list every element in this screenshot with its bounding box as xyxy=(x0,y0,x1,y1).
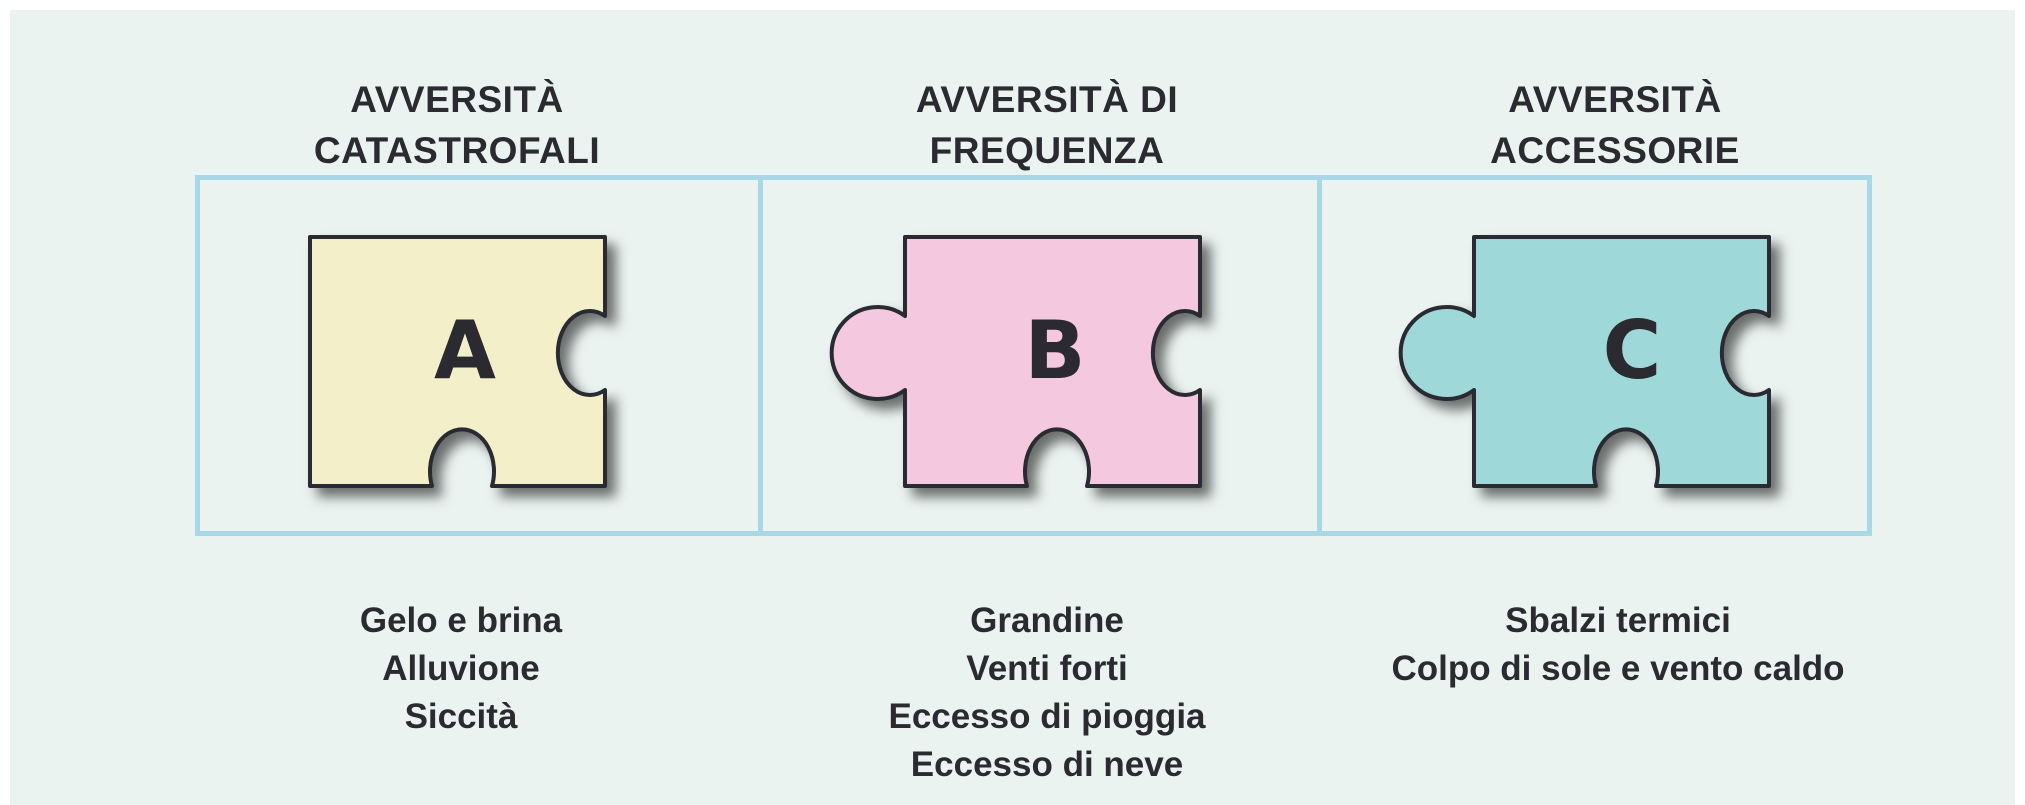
piece-letter-b: B xyxy=(1025,304,1086,397)
heading-accessorie: AVVERSITÀ ACCESSORIE xyxy=(1335,74,1895,176)
list-catastrofali: Gelo e brina Alluvione Siccità xyxy=(181,597,741,741)
puzzle-frame xyxy=(195,175,1872,536)
heading-catastrofali: AVVERSITÀ CATASTROFALI xyxy=(177,74,737,176)
list-item: Siccità xyxy=(404,697,518,736)
list-item: Eccesso di pioggia xyxy=(888,697,1206,736)
list-item: Eccesso di neve xyxy=(910,745,1184,784)
list-item: Venti forti xyxy=(966,649,1128,688)
heading-line: ACCESSORIE xyxy=(1490,130,1740,171)
puzzle-piece-c-shape xyxy=(1398,235,1771,488)
puzzle-piece-a-shape xyxy=(308,235,607,488)
piece-letter-a: A xyxy=(434,304,496,397)
heading-line: AVVERSITÀ xyxy=(350,79,564,120)
frame-divider xyxy=(758,175,763,536)
list-item: Sbalzi termici xyxy=(1505,601,1731,640)
list-item: Grandine xyxy=(970,601,1124,640)
heading-line: FREQUENZA xyxy=(929,130,1165,171)
puzzle-piece-b-shape xyxy=(829,235,1202,488)
puzzle-piece-c: C xyxy=(1398,235,1771,488)
heading-line: AVVERSITÀ DI xyxy=(915,79,1179,120)
list-item: Alluvione xyxy=(382,649,540,688)
list-item: Colpo di sole e vento caldo xyxy=(1391,649,1845,688)
heading-line: CATASTROFALI xyxy=(313,130,601,171)
puzzle-piece-b: B xyxy=(829,235,1202,488)
piece-letter-c: C xyxy=(1603,304,1662,397)
list-accessorie: Sbalzi termici Colpo di sole e vento cal… xyxy=(1338,597,1898,693)
heading-line: AVVERSITÀ xyxy=(1508,79,1722,120)
frame-divider xyxy=(1317,175,1322,536)
list-item: Gelo e brina xyxy=(359,601,563,640)
heading-frequenza: AVVERSITÀ DI FREQUENZA xyxy=(767,74,1327,176)
list-frequenza: Grandine Venti forti Eccesso di pioggia … xyxy=(767,597,1327,789)
puzzle-piece-a: A xyxy=(308,235,607,488)
